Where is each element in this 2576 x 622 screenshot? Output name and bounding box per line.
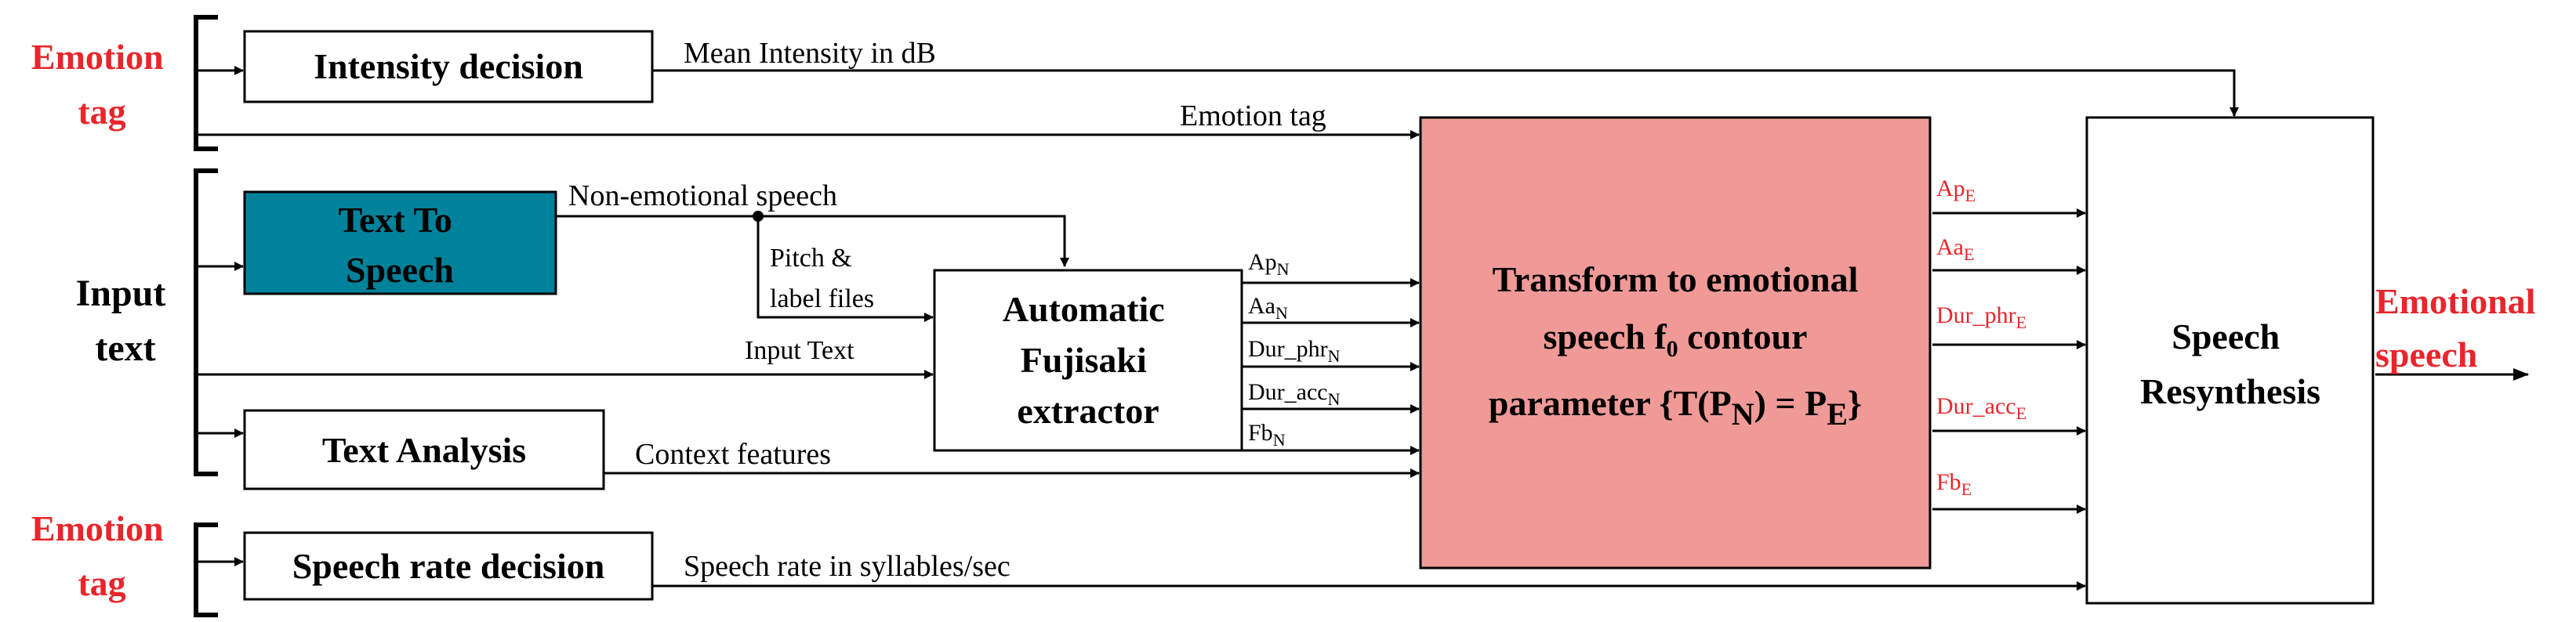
param-ap-e: ApE [1936, 175, 1976, 205]
param-dur-phr-n: Dur_phrN [1248, 336, 1341, 366]
speech-rate-arrow-label: Speech rate in syllables/sec [684, 550, 1010, 583]
non-emotional-label: Non-emotional speech [568, 179, 837, 212]
fujisaki-extractor-text: Automatic Fujisaki extractor [1003, 289, 1174, 431]
context-features-label: Context features [635, 438, 831, 471]
transform-line2: speech f0 contour [1544, 316, 1808, 362]
input-text-label: Input text [76, 273, 176, 369]
param-fb-n: FbN [1248, 420, 1286, 450]
junction-dot [753, 211, 764, 222]
emotion-tag-arrow-label: Emotion tag [1180, 99, 1326, 132]
emotion-tag-top-label: Emotion tag [31, 37, 172, 132]
transform-box [1419, 116, 1932, 570]
mean-intensity-label: Mean Intensity in dB [684, 37, 936, 70]
param-ap-n: ApN [1248, 249, 1290, 279]
bracket-bottom [194, 523, 218, 617]
fujisaki-extractor-box [933, 269, 1243, 452]
text-to-speech-box [243, 190, 557, 295]
transform-line1: Transform to emotional [1493, 259, 1859, 299]
transform-line3: parameter {T(PN) = PE} [1489, 383, 1862, 432]
speech-rate-decision-box [243, 531, 654, 601]
param-dur-acc-n: Dur_accN [1248, 379, 1341, 409]
speech-resynthesis-box [2085, 116, 2375, 605]
connectors [196, 66, 2239, 591]
speech-rate-decision-text: Speech rate decision [292, 546, 605, 586]
bracket-top [194, 15, 218, 151]
param-aa-e: AaE [1936, 234, 1974, 264]
param-fb-e: FbE [1936, 469, 1972, 499]
pitch-label-files-label: Pitch & label files [770, 244, 874, 313]
bracket-middle [194, 168, 218, 476]
text-to-speech-text: Text To Speech [339, 200, 462, 290]
emotional-speech-output-label: Emotional speech [2375, 281, 2545, 374]
text-analysis-text: Text Analysis [322, 430, 526, 470]
param-dur-phr-e: Dur_phrE [1936, 302, 2026, 332]
param-dur-acc-e: Dur_accE [1936, 393, 2026, 423]
intensity-decision-box [243, 30, 654, 103]
text-analysis-box [243, 409, 605, 490]
intensity-decision-text: Intensity decision [314, 46, 583, 86]
param-aa-n: AaN [1248, 293, 1288, 323]
speech-resynthesis-text: Speech Resynthesis [2140, 316, 2320, 411]
emotion-tag-bottom-label: Emotion tag [31, 508, 172, 603]
input-text-arrow-label: Input Text [745, 336, 854, 365]
